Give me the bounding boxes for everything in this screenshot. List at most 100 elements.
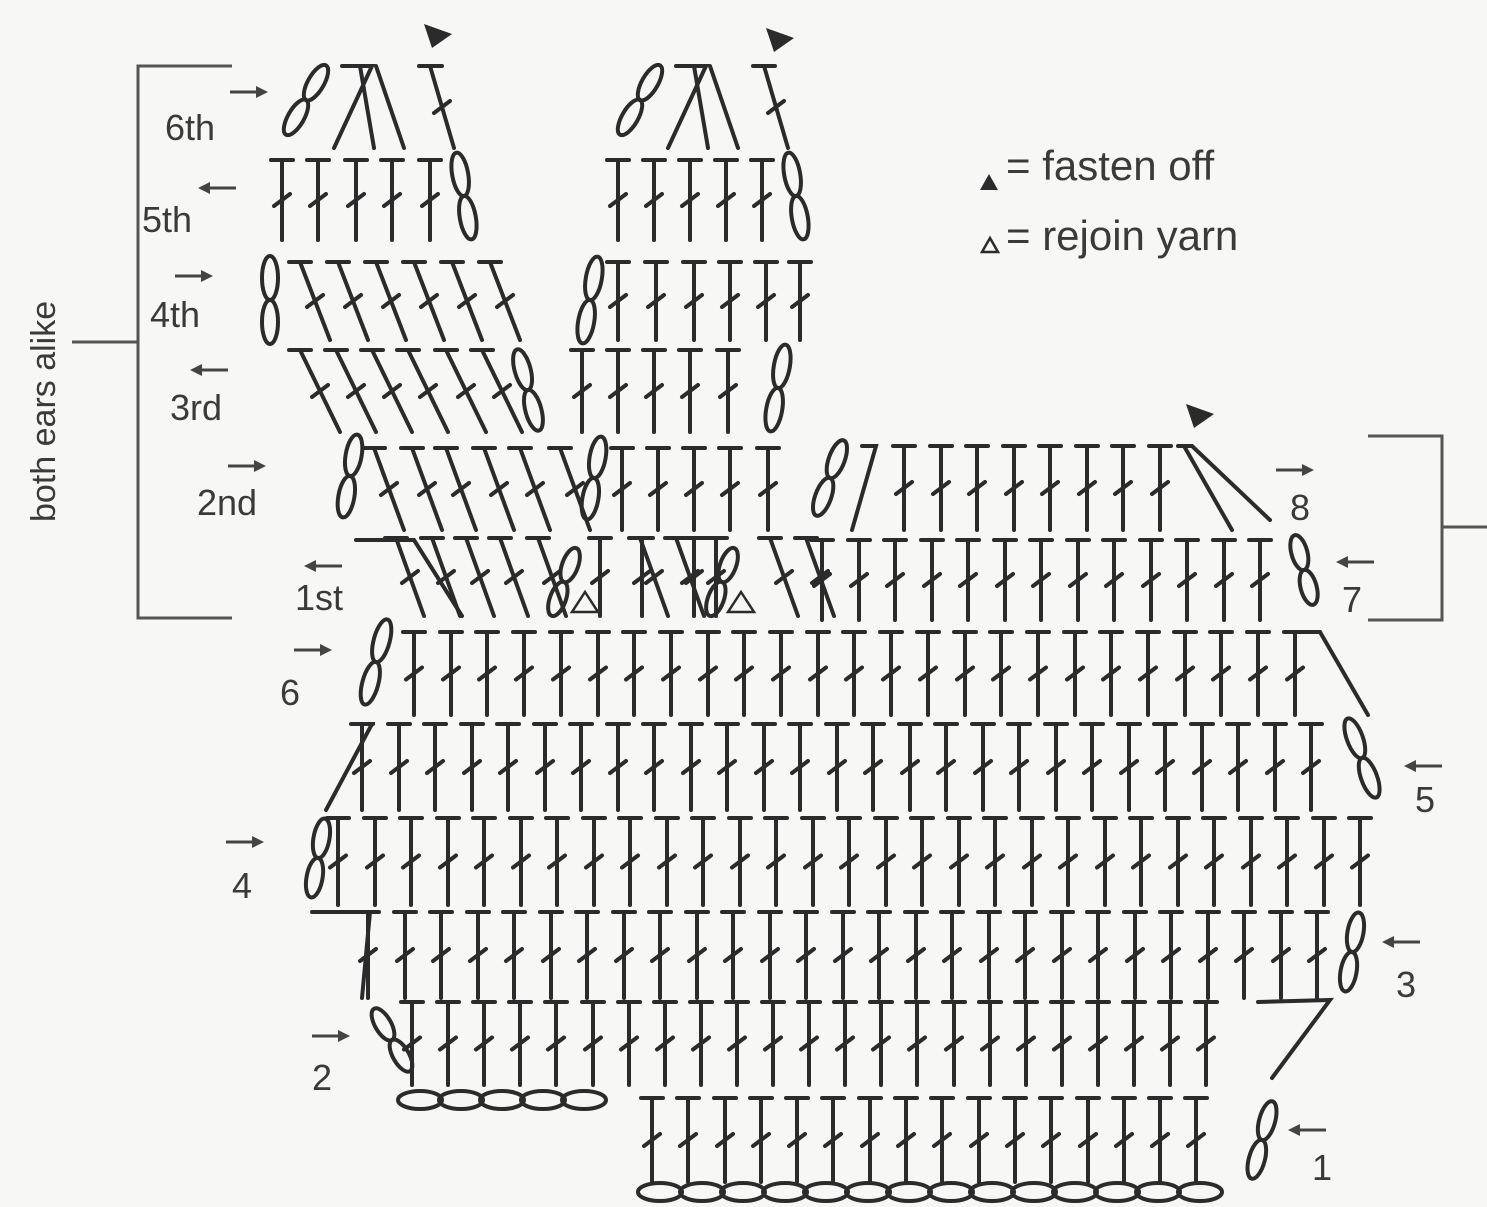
double-crochet-stitch — [1021, 818, 1043, 905]
right-arrow-icon — [312, 1030, 350, 1042]
left-arrow-icon — [1404, 760, 1442, 772]
double-crochet-stitch — [802, 818, 824, 905]
double-crochet-stitch — [489, 538, 528, 616]
double-crochet-stitch — [467, 912, 489, 998]
double-crochet-stitch — [1067, 540, 1089, 620]
double-crochet-stitch — [441, 262, 482, 340]
double-crochet-stitch — [755, 262, 777, 340]
chain-stitch — [929, 1183, 973, 1201]
double-crochet-stitch — [1140, 540, 1162, 620]
double-crochet-stitch — [649, 912, 671, 998]
chain-stitch — [680, 1183, 724, 1201]
double-crochet-stitch — [289, 262, 330, 340]
double-crochet-stitch — [957, 540, 979, 620]
left-arrow-icon — [190, 364, 228, 376]
double-crochet-stitch — [473, 818, 495, 905]
double-crochet-stitch — [690, 1002, 712, 1085]
double-crochet-stitch — [966, 446, 988, 530]
legend-fasten-off: = fasten off — [1006, 142, 1215, 189]
double-crochet-stitch — [1210, 632, 1232, 715]
double-crochet-stitch — [665, 538, 704, 616]
double-crochet-stitch — [510, 818, 532, 905]
ear-row-label-2nd: 2nd — [197, 482, 257, 523]
double-crochet-stitch — [1270, 912, 1292, 998]
double-crochet-stitch — [1154, 724, 1176, 810]
double-crochet-stitch — [430, 912, 452, 998]
double-crochet-stitch — [719, 262, 741, 340]
arrow-head — [256, 86, 268, 98]
double-crochet-stitch — [968, 1098, 990, 1182]
double-crochet-stitch — [437, 1002, 459, 1085]
double-crochet-stitch — [631, 538, 653, 616]
turning-chain — [762, 343, 793, 432]
double-crochet-stitch — [607, 160, 629, 240]
double-crochet-stitch — [990, 632, 1012, 715]
double-crochet-stitch — [1284, 632, 1306, 715]
double-crochet-stitch — [930, 446, 952, 530]
turning-chain — [335, 433, 365, 519]
double-crochet-stitch — [509, 1002, 531, 1085]
turning-chain — [1337, 911, 1367, 993]
turning-chain-loop — [310, 817, 333, 859]
turning-chain-loop — [357, 660, 384, 707]
double-crochet-stitch — [905, 912, 927, 998]
double-crochet-stitch — [540, 912, 562, 998]
ear-row-label-6th: 6th — [165, 107, 215, 148]
double-crochet-stitch — [660, 632, 682, 715]
ear-tip-stitches — [334, 66, 404, 148]
fasten-off-marker-left-ear — [424, 24, 452, 48]
double-crochet-stitch — [843, 632, 865, 715]
double-crochet-stitch — [618, 1002, 640, 1085]
double-crochet-stitch — [1149, 446, 1171, 530]
rejoin-marker-2 — [728, 592, 754, 612]
turning-chain-loop — [335, 475, 358, 519]
double-crochet-stitch — [1087, 1002, 1109, 1085]
double-crochet-stitch — [750, 1098, 772, 1182]
turning-chain — [357, 617, 395, 706]
double-crochet-stitch — [1191, 724, 1213, 810]
double-crochet-stitch — [587, 632, 609, 715]
turning-chain-loop — [714, 545, 741, 584]
double-crochet-stitch — [759, 912, 781, 998]
double-crochet-stitch — [751, 160, 773, 240]
double-crochet-stitch — [893, 446, 915, 530]
double-crochet-stitch — [643, 350, 665, 432]
double-crochet-stitch — [1087, 912, 1109, 998]
turning-chain — [1340, 716, 1384, 800]
double-crochet-stitch — [917, 632, 939, 715]
right-arrow-icon — [228, 460, 266, 472]
double-crochet-stitch — [643, 160, 665, 240]
chain-stitch — [1136, 1183, 1180, 1201]
turning-chain-loop — [1287, 533, 1312, 572]
double-crochet-stitch — [1015, 1002, 1037, 1085]
fasten-off-marker-body — [1186, 404, 1214, 428]
double-crochet-stitch — [692, 818, 714, 905]
decrease-stitch — [1306, 632, 1368, 715]
double-crochet-stitch — [440, 632, 462, 715]
double-crochet-stitch — [884, 540, 906, 620]
double-crochet-stitch — [1123, 1002, 1145, 1085]
double-crochet-stitch — [765, 818, 787, 905]
fasten-off-marker-right-ear — [766, 28, 794, 52]
double-crochet-stitch — [583, 818, 605, 905]
double-crochet-stitch — [582, 1002, 604, 1085]
chain-layer — [398, 1091, 1222, 1201]
double-crochet-stitch — [619, 818, 641, 905]
double-crochet-stitch — [643, 724, 665, 810]
ear-row-label-3rd: 3rd — [170, 387, 222, 428]
double-crochet-stitch — [647, 448, 669, 530]
chain-stitch — [1178, 1183, 1222, 1201]
double-crochet-stitch — [1185, 1098, 1207, 1182]
double-crochet-stitch — [1081, 724, 1103, 810]
double-crochet-stitch — [1249, 540, 1271, 620]
turning-chain-loop — [556, 545, 583, 584]
double-crochet-stitch — [1051, 1002, 1073, 1085]
double-crochet-stitch — [677, 1098, 699, 1182]
double-crochet-stitch — [1030, 540, 1052, 620]
double-crochet-stitch — [911, 818, 933, 905]
double-crochet-stitch — [1300, 724, 1322, 810]
turning-chain — [809, 438, 851, 519]
turning-chain-loop — [509, 347, 535, 392]
double-crochet-stitch — [1174, 632, 1196, 715]
double-crochet-stitch — [546, 818, 568, 905]
